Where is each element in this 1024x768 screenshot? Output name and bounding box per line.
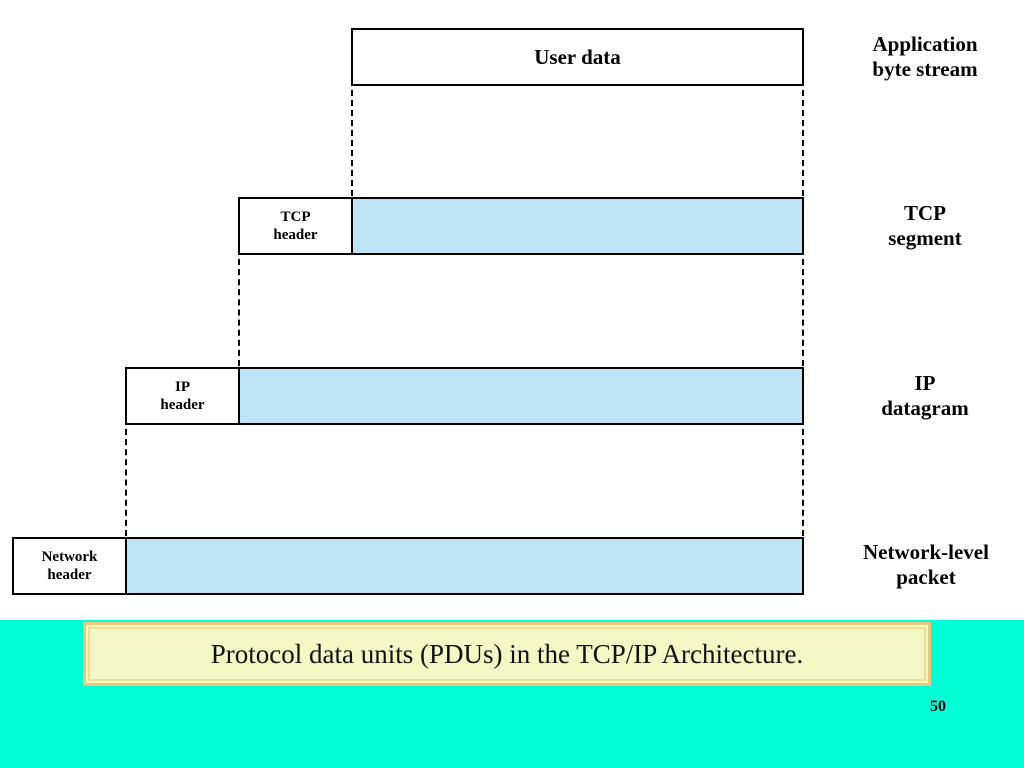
ip-datagram-label: IP datagram [881, 371, 969, 420]
connector-line [238, 259, 240, 366]
ip-payload-box [238, 367, 804, 425]
caption-text: Protocol data units (PDUs) in the TCP/IP… [210, 638, 804, 669]
network-header-box: Network header [12, 537, 127, 595]
caption: Protocol data units (PDUs) in the TCP/IP… [83, 622, 931, 686]
page-number: 50 [930, 698, 946, 715]
connector-line [351, 90, 353, 196]
network-level-packet-label: Network-level packet [863, 540, 989, 589]
tcp-segment-label: TCP segment [888, 201, 962, 250]
pdu-diagram: User data Application byte stream TCP he… [12, 28, 989, 595]
application-byte-stream-label: Application byte stream [872, 32, 978, 81]
connector-line [802, 429, 804, 536]
connector-line [802, 259, 804, 366]
connector-line [802, 90, 804, 196]
connector-line [125, 429, 127, 536]
user-data-box: User data [351, 28, 804, 86]
tcp-header-box: TCP header [238, 197, 353, 255]
user-data-label: User data [534, 44, 621, 69]
ip-header-box: IP header [125, 367, 240, 425]
network-payload-box [125, 537, 804, 595]
tcp-payload-box [351, 197, 804, 255]
